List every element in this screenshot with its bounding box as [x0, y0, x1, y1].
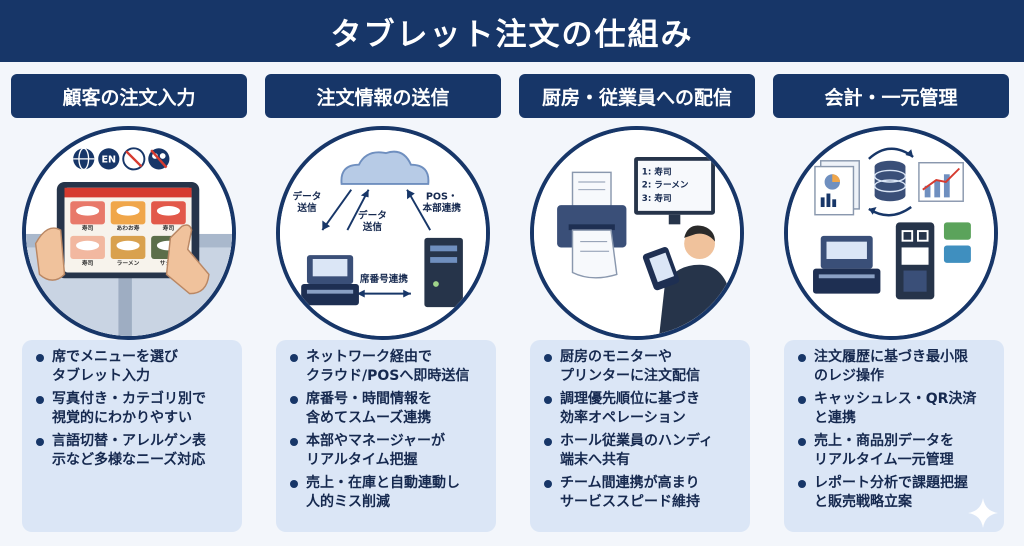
cash-register-icon — [813, 235, 881, 294]
people-icon — [148, 148, 170, 170]
bullet-panel: 席でメニューを選び タブレット入力 写真付き・カテゴリ別で 視覚的にわかりやすい… — [22, 340, 242, 532]
illustration-network: データ 送信 データ 送信 POS・ 本部連携 席番号連携 — [276, 126, 490, 340]
arrow-line — [321, 189, 353, 231]
kitchen-monitor-icon: 1: 寿司 2: ラーメン 3: 寿司 — [634, 156, 715, 225]
bullet-panel: ネットワーク経由で クラウド/POSへ即時送信 席番号・時間情報を 含めてスムー… — [276, 340, 496, 532]
column-heading: 注文情報の送信 — [265, 74, 501, 118]
label-table-link: 席番号連携 — [360, 273, 408, 285]
growth-chart-icon — [918, 162, 964, 202]
bullet-item: 売上・在庫と自動連動し 人的ミス削減 — [290, 474, 486, 512]
illustration-tablet-order: EN 寿司 — [22, 126, 236, 340]
sparkle-icon — [968, 498, 998, 528]
bullet-panel: 厨房のモニターや プリンターに注文配信 調理優先順位に基づき 効率オペレーション… — [530, 340, 750, 532]
hands-illustration — [34, 224, 210, 295]
bullet-item: 売上・商品別データを リアルタイム一元管理 — [798, 432, 994, 470]
menu-item-label: 寿司 — [82, 259, 94, 267]
monitor-line: 3: 寿司 — [642, 192, 672, 204]
menu-item-label: ラーメン — [117, 260, 140, 267]
report-document-icon — [814, 160, 860, 216]
column-billing-management: 会計・一元管理 — [770, 74, 1010, 540]
column-kitchen-delivery: 厨房・従業員への配信 1: 寿司 2: ラーメン 3: 寿司 — [516, 74, 756, 540]
column-heading: 会計・一元管理 — [773, 74, 1009, 118]
illustration-billing — [784, 126, 998, 340]
bullet-panel: 注文履歴に基づき最小限 のレジ操作 キャッシュレス・QR決済 と連携 売上・商品… — [784, 340, 1004, 532]
bullet-item: チーム間連携が高まり サービススピード維持 — [544, 474, 740, 512]
column-order-transmission: 注文情報の送信 データ 送信 データ 送信 POS・ 本部連携 席番号連携 — [262, 74, 502, 540]
menu-item-label: 寿司 — [82, 224, 94, 232]
label-send-left-1: データ — [293, 190, 322, 202]
bullet-item: 言語切替・アレルゲン表 示など多様なニーズ対応 — [36, 432, 232, 470]
bullet-item: 調理優先順位に基づき 効率オペレーション — [544, 390, 740, 428]
column-customer-order: 顧客の注文入力 EN — [8, 74, 248, 540]
bullet-item: 注文履歴に基づき最小限 のレジ操作 — [798, 348, 994, 386]
monitor-line: 1: 寿司 — [642, 165, 672, 177]
label-send-left-2: 送信 — [296, 202, 317, 214]
pos-terminal-icon — [301, 255, 359, 306]
cashless-card-icon — [943, 222, 971, 263]
menu-item-label: 寿司 — [163, 224, 175, 232]
cloud-icon — [340, 150, 430, 185]
bullet-item: 席でメニューを選び タブレット入力 — [36, 348, 232, 386]
label-send-center-2: 送信 — [362, 221, 383, 233]
bullet-item: 席番号・時間情報を 含めてスムーズ連携 — [290, 390, 486, 428]
bullet-item: ホール従業員のハンディ 端末へ共有 — [544, 432, 740, 470]
lang-badge-text: EN — [101, 155, 116, 166]
server-icon — [424, 237, 463, 308]
monitor-line: 2: ラーメン — [642, 180, 689, 191]
menu-item-label: あわお寿 — [116, 224, 139, 232]
bullet-item: キャッシュレス・QR決済 と連携 — [798, 390, 994, 428]
label-pos-1: POS・ — [426, 191, 458, 202]
allergen-no-icon — [122, 147, 146, 171]
title-bar: タブレット注文の仕組み — [0, 0, 1024, 62]
page-title: タブレット注文の仕組み — [330, 16, 694, 53]
language-badge: EN — [98, 148, 120, 170]
printer-icon — [557, 171, 627, 279]
column-heading: 厨房・従業員への配信 — [519, 74, 755, 118]
globe-icon — [73, 147, 95, 171]
bullet-item: 厨房のモニターや プリンターに注文配信 — [544, 348, 740, 386]
column-heading: 顧客の注文入力 — [11, 74, 247, 118]
qr-payment-icon — [895, 222, 935, 300]
bullet-item: 本部やマネージャーが リアルタイム把握 — [290, 432, 486, 470]
label-pos-2: 本部連携 — [422, 202, 461, 214]
illustration-kitchen: 1: 寿司 2: ラーメン 3: 寿司 — [530, 126, 744, 340]
database-icon — [873, 160, 907, 202]
bullet-item: レポート分析で課題把握 と販売戦略立案 — [798, 474, 994, 512]
bullet-item: 写真付き・カテゴリ別で 視覚的にわかりやすい — [36, 390, 232, 428]
label-send-center-1: データ — [358, 210, 387, 222]
bullet-item: ネットワーク経由で クラウド/POSへ即時送信 — [290, 348, 486, 386]
